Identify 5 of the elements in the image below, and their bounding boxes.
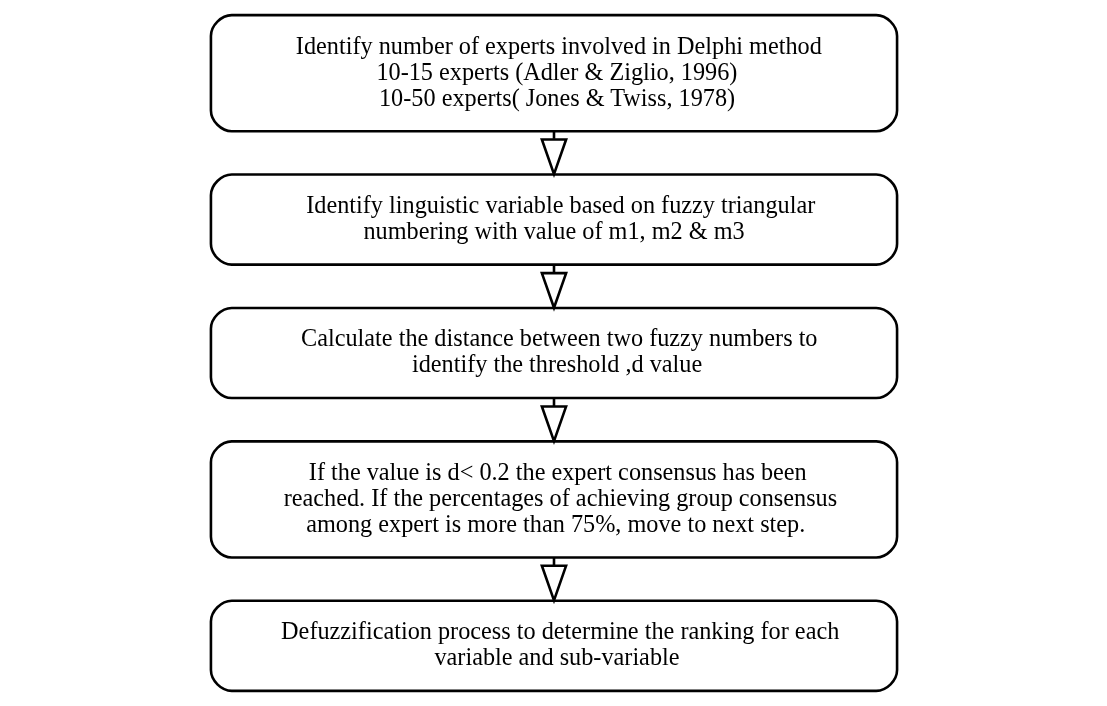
node-box: Identify number of experts involved in Delphi method 10-15 experts (Adler & Ziglio, 1996) 10-50 experts( Jones & Twiss, 1978) xyxy=(209,13,898,133)
node-box: Identify linguistic variable based on fuzzy triangular numbering with value of m1, m2 & m3 xyxy=(209,173,898,266)
node-box: If the value is d< 0.2 the expert consensus has been reached. If the percentages of achieving group consensus among expert is more than 75%, move to next step. xyxy=(209,440,898,559)
node-box: Calculate the distance between two fuzzy numbers to identify the threshold ,d value xyxy=(209,306,898,400)
node-box: Defuzzification process to determine the ranking for each variable and sub-variable xyxy=(209,599,898,693)
